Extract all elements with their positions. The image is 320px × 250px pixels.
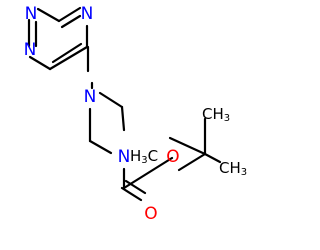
- methyl-label-top: CH3: [202, 105, 230, 124]
- bond-tert-c-to-methyl-left: [168, 136, 207, 156]
- bond-pyrimidine-5: [48, 45, 89, 71]
- atom-labels: N N N N N O O: [24, 4, 180, 224]
- bond-tert-c-to-methyl-right: [203, 152, 222, 164]
- bond-pyrimidine-5-double: [51, 42, 83, 64]
- methyl-label-left: H3C: [130, 147, 158, 166]
- atom-n-pyrimidine-left: N: [25, 4, 38, 24]
- bond-carbonyl-double-1: [120, 186, 143, 202]
- molecule-diagram: N N N N N O O H3C CH3 CH3: [24, 4, 248, 224]
- bond-pyrimidine-4: [28, 55, 52, 71]
- bond-pyrimidine-2: [36, 7, 61, 23]
- atom-o-carbonyl: O: [144, 204, 157, 224]
- bond-carbonyl-double-2: [124, 179, 147, 195]
- methyl-top-prefix: CH: [202, 105, 224, 123]
- atom-n-pyrimidine-lower-left: N: [24, 40, 37, 60]
- atom-n-pyrimidine-top: N: [81, 4, 94, 24]
- methyl-left-subscript: 3: [141, 155, 147, 166]
- bond-carbonyl-to-ester-o: [122, 156, 174, 190]
- bond-pyrimidine-1: [57, 6, 82, 23]
- bond-ester-o-to-tert-c: [177, 152, 207, 172]
- methyl-left-suffix: C: [148, 147, 158, 165]
- atom-n-piperazine-bottom: N: [118, 147, 131, 167]
- methyl-left-prefix: H: [130, 147, 141, 165]
- bond-piperazine-1: [98, 91, 124, 109]
- methyl-right-subscript: 3: [241, 167, 247, 178]
- methyl-labels: H3C CH3 CH3: [130, 105, 247, 178]
- bonds: [27, 6, 222, 202]
- bond-piperazine-3: [88, 139, 113, 155]
- methyl-label-right: CH3: [219, 159, 247, 178]
- atom-n-piperazine-top: N: [84, 87, 97, 107]
- bond-pyrimidine-1-double: [60, 14, 82, 29]
- bond-piperazine-2: [120, 105, 126, 132]
- methyl-right-prefix: CH: [219, 159, 241, 177]
- methyl-top-subscript: 3: [224, 113, 230, 124]
- atom-o-ester: O: [166, 147, 179, 167]
